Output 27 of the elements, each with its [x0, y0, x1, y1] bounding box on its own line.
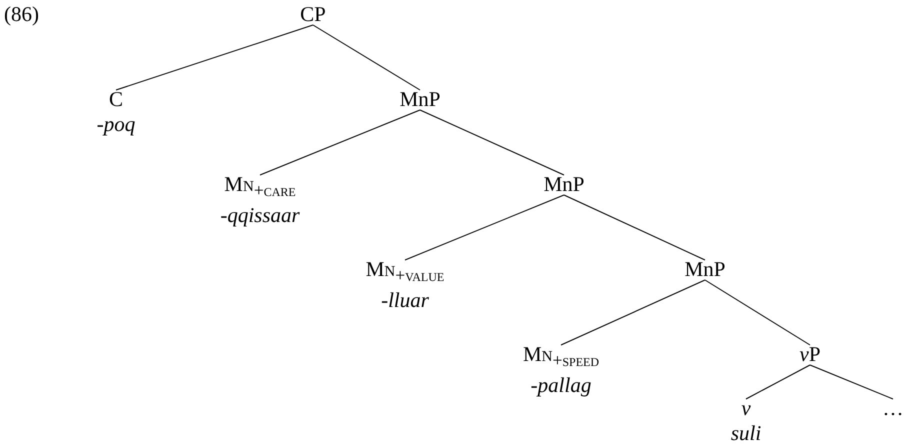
tree-branch	[404, 194, 564, 260]
category-label: Mn$_{+speed}$	[522, 342, 600, 372]
morpheme-text: -lluar	[380, 288, 430, 314]
morpheme-text: suli	[730, 421, 762, 446]
tree-branch	[420, 110, 564, 176]
morpheme-text: -qqissaar	[220, 203, 300, 228]
tree-branch	[312, 24, 420, 90]
tree-branch	[810, 364, 894, 400]
tree-branch	[704, 280, 810, 346]
category-label: vP	[800, 342, 820, 367]
category-label: CP	[300, 2, 326, 27]
category-label: MnP	[684, 257, 726, 282]
tree-branch	[746, 364, 810, 400]
morpheme-text: -pallag	[530, 373, 592, 398]
ellipsis: …	[882, 396, 904, 421]
tree-branch	[564, 194, 706, 260]
category-label: v	[740, 396, 752, 421]
category-label: Mn$_{+value}$	[366, 257, 444, 288]
morpheme-text: -poq	[96, 112, 136, 137]
tree-branch	[116, 24, 314, 90]
category-label: C	[108, 87, 124, 112]
tree-branch	[260, 110, 420, 176]
tree-branch	[560, 280, 706, 346]
category-label: Mn$_{+care}$	[223, 172, 297, 202]
category-label: MnP	[400, 87, 440, 112]
category-label: MnP	[544, 172, 584, 197]
example-number: (86)	[4, 2, 39, 27]
